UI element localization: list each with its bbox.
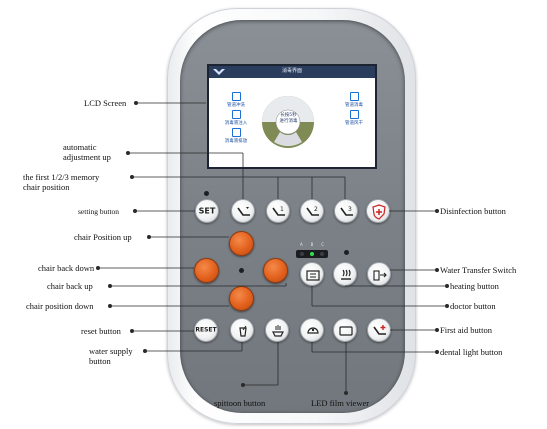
lcd-item-pipe-flush: 管道冲洗: [219, 92, 253, 108]
label-auto-adjust: automatic adjustment up: [63, 142, 111, 162]
lcd-item-pipe-dry: 管道风干: [337, 110, 371, 126]
label-doctor-button: doctor button: [450, 301, 496, 311]
first-aid-icon: [373, 325, 386, 335]
lcd-dial-label: 长按5秒 进行消毒: [279, 113, 298, 124]
chair-back-up-button[interactable]: [263, 258, 288, 283]
label-water-transfer-switch: Water Transfer Switch: [440, 265, 517, 275]
chair-memory-icon: 3: [340, 206, 353, 216]
label-first-aid-button: First aid button: [440, 325, 492, 335]
faucet-icon: [231, 92, 241, 101]
chair-position-up-button[interactable]: [229, 231, 254, 256]
reset-button-label: RESET: [195, 326, 217, 334]
lamp-icon: [307, 327, 319, 334]
led-label: C: [321, 242, 325, 247]
label-chair-position-down: chair position down: [26, 301, 94, 311]
dental-light-button[interactable]: [300, 318, 324, 342]
brand-logo-icon: [213, 69, 225, 75]
chair-position-down-button[interactable]: [229, 286, 254, 311]
label-lcd-screen: LCD Screen: [84, 98, 127, 108]
label-water-supply-button: water supply button: [89, 346, 133, 366]
bottle-icon: [349, 92, 359, 101]
indicator-dot: [239, 268, 244, 273]
label-chair-back-down: chair back down: [38, 263, 95, 273]
indicator-dot: [344, 250, 349, 255]
label-dental-light-button: dental light button: [440, 347, 503, 357]
led-indicator: [300, 252, 304, 256]
lcd-item-label: 管道消毒: [345, 103, 363, 108]
memory-position-1-button[interactable]: 1: [266, 199, 290, 223]
label-chair-back-up: chair back up: [47, 281, 93, 291]
memory-number: 2: [314, 206, 318, 213]
lcd-dial: [262, 96, 314, 148]
led-labels: A B C: [296, 242, 328, 247]
led-indicator-strip: [296, 250, 328, 258]
memory-number: 1: [280, 206, 284, 213]
label-reset-button: reset button: [81, 326, 121, 336]
label-disinfection-button: Disinfection button: [440, 206, 506, 216]
memory-position-2-button[interactable]: 2: [300, 199, 324, 223]
spittoon-icon: [272, 325, 284, 337]
lcd-item-pipe-disinfect: 管道消毒: [337, 92, 371, 108]
label-led-film-viewer: LED film viewer: [311, 398, 370, 408]
cup-icon: [239, 325, 247, 337]
led-indicator: [320, 252, 324, 256]
lcd-item-disinfectant-out: 消毒液排放: [219, 128, 253, 144]
lcd-item-label: 消毒液排放: [224, 139, 248, 144]
lcd-top-bar: [209, 66, 375, 78]
chair-memory-icon: 2: [306, 206, 319, 216]
led-indicator: [310, 252, 314, 256]
spittoon-button[interactable]: [265, 318, 289, 342]
chair-recline-icon: [237, 207, 250, 216]
film-viewer-icon: [339, 326, 353, 336]
lcd-item-label: 管道冲洗: [227, 103, 245, 108]
label-memory-position: the first 1/2/3 memory chair position: [23, 172, 100, 192]
heating-button[interactable]: [333, 262, 357, 286]
label-chair-position-up: chair Position up: [74, 232, 132, 242]
fan-icon: [349, 110, 359, 119]
water-supply-button[interactable]: [230, 318, 254, 342]
reset-button[interactable]: RESET: [194, 318, 218, 342]
memory-position-3-button[interactable]: 3: [334, 199, 358, 223]
memory-number: 3: [348, 206, 352, 213]
led-film-viewer-button[interactable]: [333, 318, 357, 342]
led-label: A: [299, 242, 303, 247]
lcd-item-label: 管道风干: [345, 121, 363, 126]
label-heating-button: heating button: [450, 281, 499, 291]
lcd-item-disinfectant-in: 消毒液注入: [219, 110, 253, 126]
indicator-dot: [204, 191, 209, 196]
water-transfer-switch[interactable]: [367, 262, 391, 286]
chair-back-down-button[interactable]: [194, 258, 219, 283]
tank-icon: [231, 128, 241, 137]
water-transfer-icon: [373, 270, 387, 281]
set-button-label: SET: [198, 206, 216, 216]
led-label: B: [310, 242, 314, 247]
lcd-title: 消毒界面: [281, 68, 302, 74]
doctor-icon: [306, 270, 320, 281]
bottle-icon: [231, 110, 241, 119]
heating-icon: [341, 269, 351, 280]
doctor-button[interactable]: [300, 262, 324, 286]
chair-memory-icon: 1: [272, 206, 285, 216]
shield-cross-icon: [372, 204, 386, 220]
auto-adjust-button[interactable]: [231, 199, 255, 223]
label-setting-button: setting button: [78, 207, 120, 216]
lcd-item-label: 消毒液注入: [224, 121, 248, 126]
label-spittoon-button: spittoon button: [214, 398, 266, 408]
set-button[interactable]: SET: [195, 199, 219, 223]
